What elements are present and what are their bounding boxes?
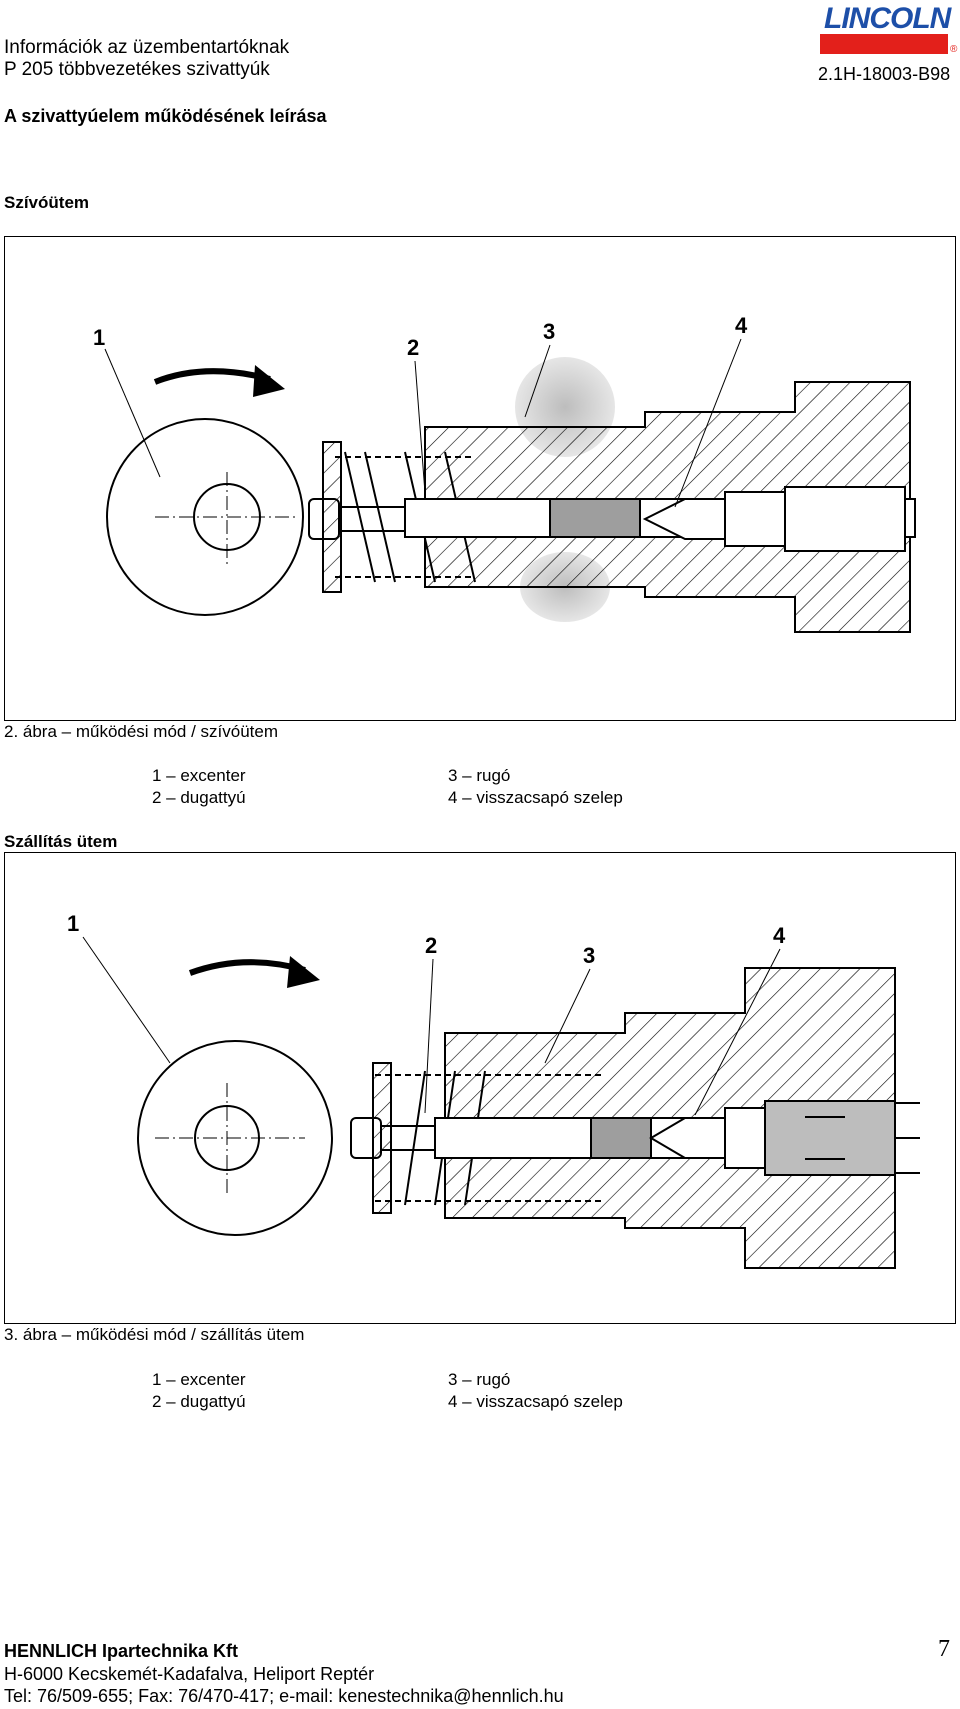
callout-1: 1 xyxy=(93,325,105,350)
figure-suction-stroke: 1 2 3 4 xyxy=(4,236,956,721)
grease-chamber xyxy=(549,498,641,538)
rotation-arrow xyxy=(153,368,271,385)
caption-delivery: 3. ábra – működési mód / szállítás ütem xyxy=(4,1325,305,1344)
legend-item-3: 3 – rugó xyxy=(448,1370,511,1389)
delivery-diagram: 1 2 3 4 xyxy=(67,911,920,1269)
legend-item-3: 3 – rugó xyxy=(448,766,511,785)
registered-icon: ® xyxy=(950,44,958,55)
footer-contact: Tel: 76/509-655; Fax: 76/470-417; e-mail… xyxy=(4,1686,564,1706)
delivery-heading: Szállítás ütem xyxy=(4,832,118,851)
outlet-bore xyxy=(764,1100,896,1176)
spring-seat xyxy=(372,1062,392,1214)
legend-item-1: 1 – excenter xyxy=(152,766,246,785)
legend-item-1: 1 – excenter xyxy=(152,1370,246,1389)
callout-2: 2 xyxy=(407,335,419,360)
legend-item-2: 2 – dugattyú xyxy=(152,1392,246,1411)
page-number: 7 xyxy=(938,1636,950,1662)
doc-code: 2.1H-18003-B98 xyxy=(818,64,951,84)
outlet-bore xyxy=(784,486,906,552)
figure-delivery-stroke: 1 2 3 4 xyxy=(4,852,956,1324)
header-subtitle: P 205 többvezetékes szivattyúk xyxy=(4,59,270,80)
spring xyxy=(335,451,476,583)
eccentric-disc xyxy=(106,418,304,616)
header-title: Információk az üzembentartóknak xyxy=(4,37,290,58)
section-title: A szivattyúelem működésének leírása xyxy=(4,106,327,126)
legend-item-4: 4 – visszacsapó szelep xyxy=(448,788,623,807)
suction-diagram: 1 2 3 4 xyxy=(93,313,916,633)
callout-1: 1 xyxy=(67,911,79,936)
legend-item-2: 2 – dugattyú xyxy=(152,788,246,807)
footer-address: H-6000 Kecskemét-Kadafalva, Heliport Rep… xyxy=(4,1664,375,1684)
caption-suction: 2. ábra – működési mód / szívóütem xyxy=(4,722,279,741)
spring-seat xyxy=(322,441,342,593)
suction-heading: Szívóütem xyxy=(4,193,90,212)
legend-item-4: 4 – visszacsapó szelep xyxy=(448,1392,623,1411)
callout-4: 4 xyxy=(735,313,748,338)
callout-4: 4 xyxy=(773,923,786,948)
lincoln-logo: LINCOLN ® xyxy=(818,2,958,58)
callout-3: 3 xyxy=(543,319,555,344)
logo-wordmark: LINCOLN xyxy=(824,2,951,35)
check-valve-body xyxy=(724,1107,766,1169)
check-valve-body xyxy=(724,491,786,547)
rotation-arrow xyxy=(188,959,306,976)
outlet-flow-arrows xyxy=(805,1102,920,1174)
eccentric-disc xyxy=(137,1040,333,1236)
logo-red-bar xyxy=(820,34,948,54)
callout-2: 2 xyxy=(425,933,437,958)
grease-chamber xyxy=(590,1117,652,1159)
footer-company: HENNLICH Ipartechnika Kft xyxy=(4,1641,239,1661)
callout-3: 3 xyxy=(583,943,595,968)
